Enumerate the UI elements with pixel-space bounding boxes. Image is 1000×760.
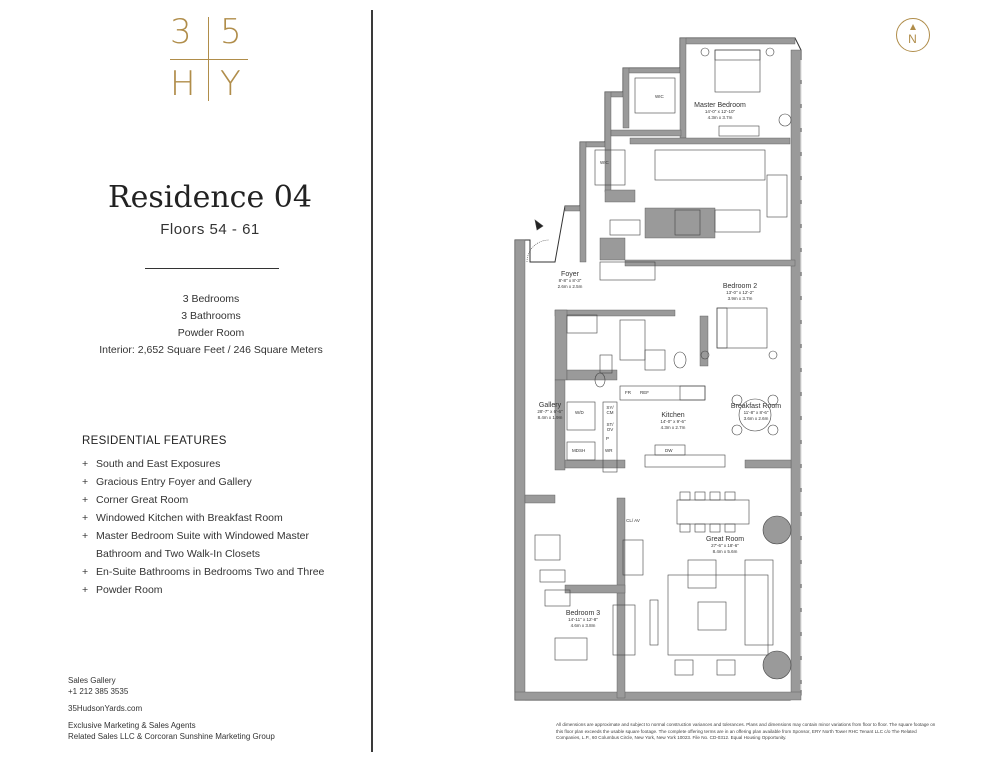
sales-gallery-label: Sales Gallery: [68, 676, 116, 685]
north-arrow-icon: [909, 24, 916, 30]
sales-phone[interactable]: +1 212 385 3535: [68, 687, 129, 696]
residence-title: Residence 04: [108, 180, 312, 215]
fixture-st-ov: ST/ OV: [606, 422, 614, 432]
residence-specs: 3 Bedrooms 3 Bathrooms Powder Room Inter…: [0, 291, 422, 359]
fixture-cl-av: CL/ AV: [626, 518, 640, 523]
fixture-wd: W/D: [575, 410, 584, 415]
fixture-wr: WR: [605, 448, 613, 453]
fixture-sy-cm: SY/ CM: [606, 405, 614, 415]
feature-item: +South and East Exposures: [82, 458, 221, 470]
brand-logo: 3 5 H Y: [160, 15, 260, 105]
room-label-breakfast-room: Breakfast Room 11'-8" x 8'-6" 3.6m x 2.6…: [730, 403, 782, 421]
spec-bedrooms: 3 Bedrooms: [182, 293, 240, 305]
legal-disclaimer: All dimensions are approximate and subje…: [556, 722, 936, 740]
feature-item: +Gracious Entry Foyer and Gallery: [82, 476, 252, 488]
fixture-fr: FR: [625, 390, 631, 395]
feature-item: +En-Suite Bathrooms in Bedrooms Two and …: [82, 566, 325, 578]
fixture-wic-2: WIC: [600, 160, 609, 165]
panel-divider: [371, 10, 373, 752]
room-label-great-room: Great Room 27'-6" x 18'-6" 8.4m x 5.6m: [705, 536, 745, 554]
features-list: +South and East Exposures +Gracious Entr…: [82, 455, 367, 599]
logo-char-5: 5: [220, 12, 242, 52]
room-label-bedroom-2: Bedroom 2 13'-0" x 12'-2" 3.9m x 3.7m: [722, 283, 758, 301]
fixture-wic-1: WIC: [655, 94, 664, 99]
features-heading: RESIDENTIAL FEATURES: [82, 435, 227, 447]
spec-powder-room: Powder Room: [177, 327, 245, 339]
spec-interior-area: Interior: 2,652 Square Feet / 246 Square…: [99, 344, 323, 356]
room-label-bedroom-3: Bedroom 3 14'-11" x 12'-8" 4.6m x 3.8m: [565, 610, 601, 628]
agents-label: Exclusive Marketing & Sales Agents: [68, 721, 196, 730]
floor-plan-drawing: [514, 37, 802, 701]
logo-horizontal-rule: [170, 59, 248, 61]
fixture-dw: DW: [665, 448, 673, 453]
feature-item: +Windowed Kitchen with Breakfast Room: [82, 512, 283, 524]
north-compass-icon: N: [896, 18, 930, 52]
spec-bathrooms: 3 Bathrooms: [181, 310, 241, 322]
feature-item: +Corner Great Room: [82, 494, 189, 506]
logo-char-y: Y: [220, 64, 241, 104]
feature-item: +Powder Room: [82, 584, 163, 596]
logo-char-3: 3: [170, 12, 192, 52]
feature-item: +Master Bedroom Suite with Windowed Mast…: [82, 530, 309, 542]
residence-floors: Floors 54 - 61: [160, 221, 260, 238]
floor-plan: Master Bedroom 14'-0" x 12'-10" 4.3m x 3…: [505, 30, 825, 710]
fixture-mdsh: MDSH: [572, 448, 586, 453]
feature-item-continued: Bathroom and Two Walk-In Closets: [96, 548, 260, 560]
fixture-p: P: [606, 436, 610, 441]
title-divider: [145, 268, 279, 269]
agents-names: Related Sales LLC & Corcoran Sunshine Ma…: [68, 732, 275, 741]
contact-block: Sales Gallery +1 212 385 3535 35HudsonYa…: [68, 675, 275, 742]
room-label-gallery: Gallery 28'-7" x 6'-6" 8.4m x 1.9m: [537, 402, 563, 420]
compass-letter: N: [908, 32, 917, 46]
room-label-foyer: Foyer 8'-8" x 8'-3" 2.6m x 2.5m: [557, 271, 583, 289]
website-link[interactable]: 35HudsonYards.com: [68, 704, 143, 713]
fixture-ref: REF: [640, 390, 649, 395]
room-label-kitchen: Kitchen 14'-0" x 9'-6" 4.3m x 2.7m: [660, 412, 686, 430]
logo-char-h: H: [170, 64, 196, 104]
room-label-master-bedroom: Master Bedroom 14'-0" x 12'-10" 4.3m x 3…: [694, 102, 746, 120]
